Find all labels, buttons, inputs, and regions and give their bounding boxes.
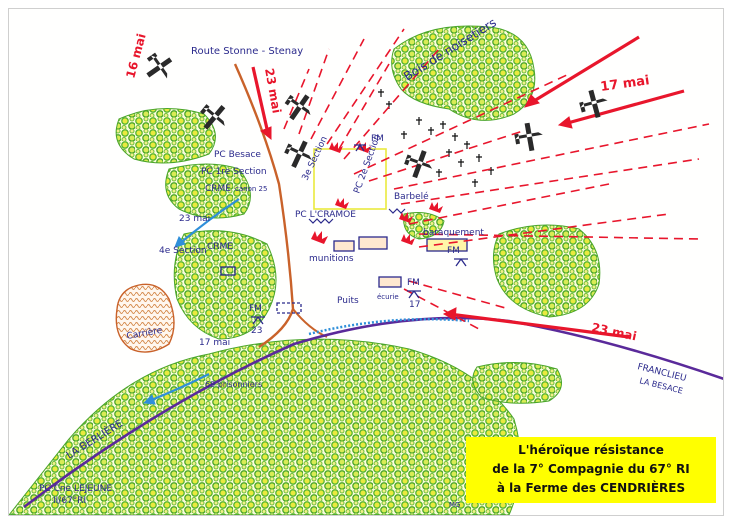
machine-gun-icon: [407, 290, 421, 299]
cross-icon: [464, 141, 470, 149]
label-crme-1: CRME: [205, 184, 231, 194]
forest-right-lower: [472, 362, 562, 404]
label-prisonniers: 69 prisonniers: [205, 380, 262, 389]
label-date-16mai: 16 mai: [123, 32, 148, 80]
barbed-wire-icon: [308, 208, 406, 224]
cross-icon: [440, 121, 446, 129]
french-arrows: [142, 198, 240, 405]
building-2: [358, 236, 388, 250]
label-fm-4: FM: [249, 304, 262, 314]
cross-icon: [378, 89, 384, 97]
title-line-1: L'héroïque résistance: [518, 443, 664, 457]
label-pc-besace: PC Besace: [214, 150, 261, 160]
attack-arrows: [251, 35, 685, 339]
label-section-4: 4e Section: [159, 246, 207, 256]
explosions: [311, 142, 443, 245]
label-canon: canon 25: [235, 185, 267, 193]
planes: [146, 52, 608, 179]
cross-icon: [488, 167, 494, 175]
plane-icon: [579, 89, 608, 119]
title-caption: L'héroïque résistance de la 7° Compagnie…: [466, 437, 716, 503]
forest-left-lower: [173, 230, 277, 340]
road-stonne: [233, 63, 295, 349]
explosion-icon: [399, 212, 413, 223]
label-date-17mai-right: 17 mai: [599, 73, 650, 95]
cross-icon: [436, 169, 442, 177]
plane-icon: [284, 140, 312, 168]
label-munitions: munitions: [309, 254, 354, 264]
label-pc-lejeune: PC Cne LEJEUNE: [39, 484, 112, 494]
signature: MG: [449, 501, 460, 509]
cross-icon: [452, 133, 458, 141]
water-course: [308, 317, 470, 336]
label-pc-lejeune-bat: II/67°RI: [53, 496, 86, 506]
forest-left-top: [115, 108, 216, 164]
quarry: [115, 283, 175, 353]
forest-right: [493, 224, 601, 318]
farm: [220, 148, 468, 314]
title-line-2: de la 7° Compagnie du 67° RI: [492, 462, 690, 476]
forest-areas: [9, 25, 601, 515]
label-date-23mai-left: 23 mai: [179, 214, 210, 224]
explosion-icon: [429, 202, 443, 213]
title-line-3: à la Ferme des CENDRIÈRES: [496, 481, 686, 495]
explosion-icon: [311, 231, 328, 244]
plane-icon: [146, 52, 173, 79]
map-frame: Route Stonne - Stenay Bois de noisetiers…: [8, 8, 724, 516]
plane-icon: [514, 122, 543, 152]
machine-guns: [251, 144, 468, 325]
forest-top-right: [391, 25, 536, 121]
machine-gun-icon: [454, 258, 468, 267]
label-baraquement: baraquement: [423, 228, 484, 238]
label-fm-3: FM: [407, 278, 420, 288]
cross-icon: [458, 159, 464, 167]
label-fm-1: FM: [371, 134, 384, 144]
explosion-icon: [329, 142, 343, 153]
battle-map: Route Stonne - Stenay Bois de noisetiers…: [9, 15, 723, 515]
plane-icon: [200, 104, 226, 130]
plane-icon: [284, 94, 311, 121]
roads: [23, 63, 723, 509]
label-date-17mai-bottom: 17 mai: [199, 338, 230, 348]
plane-icon: [404, 150, 433, 179]
label-date-23mai-top: 23 mai: [262, 67, 284, 114]
label-puits: Puits: [337, 296, 359, 306]
label-route-stonne: Route Stonne - Stenay: [191, 46, 303, 57]
cross-icon: [401, 131, 407, 139]
label-fm-17: 17: [409, 300, 420, 310]
forest-small: [403, 212, 445, 240]
label-crme-2: CRME: [207, 242, 233, 252]
label-barbele: Barbelé: [394, 191, 429, 202]
machine-gun-icon: [251, 316, 265, 325]
cross-icon: [428, 127, 434, 135]
label-fm-2: FM: [447, 246, 460, 256]
farm-courtyard: [313, 148, 387, 210]
label-ecurie: écurie: [377, 293, 399, 301]
attack-vectors: [283, 28, 710, 330]
building-6: [220, 266, 236, 276]
label-fm-23: 23: [251, 326, 262, 336]
building-4: [378, 276, 402, 288]
cross-icon: [416, 117, 422, 125]
building-1: [333, 240, 355, 252]
road-main: [23, 316, 723, 509]
building-5: [276, 302, 302, 314]
cross-icon: [472, 179, 478, 187]
explosion-icon: [401, 234, 415, 245]
label-pc-1re-section: PC 1re Section: [201, 167, 267, 177]
cross-icon: [476, 154, 482, 162]
explosion-icon: [335, 198, 349, 209]
label-pc-cramoe: PC L'CRAMOE: [295, 210, 356, 220]
machine-gun-icon: [354, 144, 366, 152]
